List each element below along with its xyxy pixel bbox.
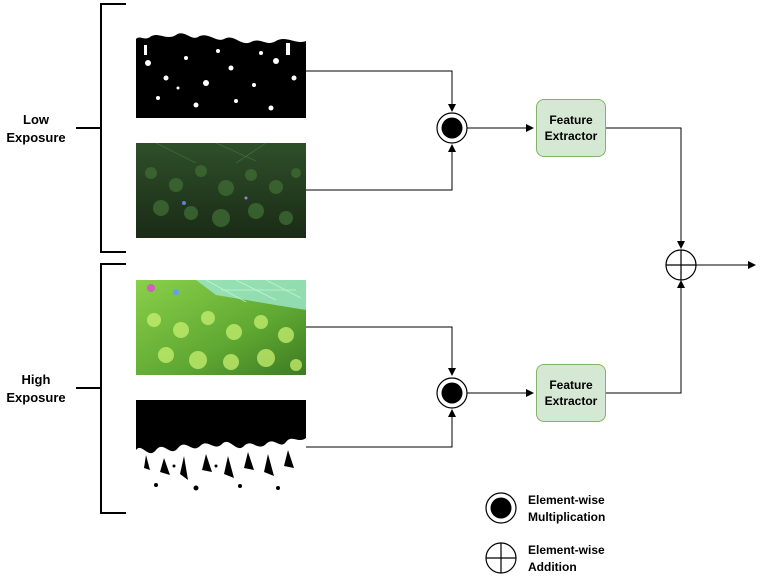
feature-extractor-top-line2: Extractor — [544, 129, 598, 143]
wire-low-photo-to-mult — [305, 144, 456, 191]
high-exposure-label-line1: High — [21, 372, 51, 387]
legend-multiplication-label: Element-wise Multiplication — [528, 492, 605, 526]
low-exposure-label-line2: Exposure — [6, 130, 66, 145]
low-exposure-photo — [136, 143, 306, 238]
wire-high-mask-to-mult — [305, 409, 456, 448]
wire-high-photo-to-mult — [305, 326, 456, 376]
high-exposure-bracket — [76, 263, 126, 514]
high-exposure-label: High Exposure — [0, 371, 76, 407]
low-exposure-bracket — [76, 3, 126, 253]
wire-fe-bottom-to-add — [606, 280, 685, 394]
element-wise-multiplication-icon — [436, 112, 468, 144]
element-wise-multiplication-icon — [436, 377, 468, 409]
legend-addition-icon — [485, 542, 517, 574]
feature-extractor-top-line1: Feature — [549, 113, 593, 127]
low-exposure-mask-image — [136, 23, 306, 118]
high-exposure-photo — [136, 280, 306, 375]
feature-extractor-bottom-line2: Extractor — [544, 394, 598, 408]
legend-multiplication-line2: Multiplication — [528, 510, 606, 524]
feature-extractor-bottom-line1: Feature — [549, 378, 593, 392]
element-wise-addition-icon — [665, 249, 697, 281]
legend-addition-line1: Element-wise — [528, 543, 605, 557]
low-exposure-label-line1: Low — [23, 112, 49, 127]
feature-extractor-bottom: Feature Extractor — [536, 364, 606, 422]
low-exposure-label: Low Exposure — [0, 111, 76, 147]
wire-low-mask-to-mult — [305, 70, 456, 112]
legend-addition-line2: Addition — [528, 560, 577, 574]
legend-multiplication-line1: Element-wise — [528, 493, 605, 507]
feature-extractor-top: Feature Extractor — [536, 99, 606, 157]
high-exposure-label-line2: Exposure — [6, 390, 66, 405]
wire-fe-top-to-add — [606, 127, 685, 249]
high-exposure-mask-image — [136, 400, 306, 495]
legend-multiplication-icon — [485, 492, 517, 524]
legend-addition-label: Element-wise Addition — [528, 542, 605, 576]
